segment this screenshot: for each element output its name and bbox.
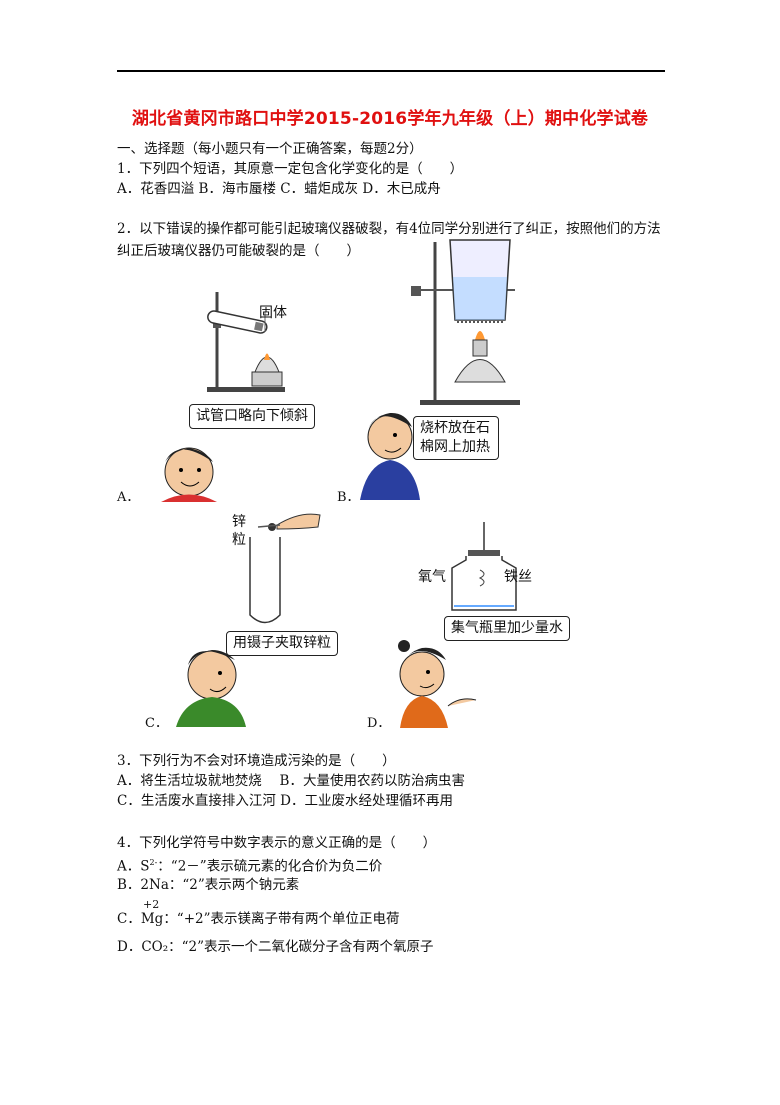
question-2-stem: 2．以下错误的操作都可能引起玻璃仪器破裂，有4位同学分别进行了纠正，按照他们的方… xyxy=(117,221,661,259)
question-1-stem: 1．下列四个短语，其原意一定包含化学变化的是（ ） xyxy=(117,161,464,177)
oxygen-label: 氧气 xyxy=(418,569,446,585)
option-b-label: B． xyxy=(337,490,360,505)
solid-label: 固体 xyxy=(259,305,287,321)
question-4-option-b: B．2Na：“2”表示两个钠元素 xyxy=(117,877,300,893)
question-4-option-a: A．S2-：“2－”表示硫元素的化合价为负二价 xyxy=(117,854,382,876)
option-d-label: D． xyxy=(367,716,391,731)
question-3-options-ab: A．将生活垃圾就地焚烧 B．大量使用农药以防治病虫害 xyxy=(117,773,465,789)
magnesium-charge: +2 xyxy=(143,898,160,911)
page-title: 湖北省黄冈市路口中学2015-2016学年九年级（上）期中化学试卷 xyxy=(131,109,649,129)
option-a-text: ：“2－”表示硫元素的化合价为负二价 xyxy=(157,858,383,875)
question-1-options: A．花香四溢 B．海市蜃楼 C．蜡炬成灰 D．木已成舟 xyxy=(117,181,441,197)
option-c-label: C． xyxy=(145,716,168,731)
top-rule xyxy=(117,70,665,72)
sulfide-charge: 2- xyxy=(149,858,158,867)
section-heading: 一、选择题（每小题只有一个正确答案，每题2分） xyxy=(117,141,423,157)
question-4-option-d: D．CO₂：“2”表示一个二氧化碳分子含有两个氧原子 xyxy=(117,939,434,955)
speech-bubble-b: 烧杯放在石棉网上加热 xyxy=(413,416,499,460)
option-a-prefix: A．S xyxy=(117,858,150,875)
option-c-prefix: C． xyxy=(117,911,141,927)
zinc-label: 锌粒 xyxy=(232,514,246,548)
iron-wire-label: 铁丝 xyxy=(504,569,532,585)
beaker-heating-illustration xyxy=(360,239,520,500)
speech-bubble-c: 用镊子夹取锌粒 xyxy=(226,631,338,656)
q2-option-d-figure: 氧气 铁丝 集气瓶里加少量水 xyxy=(380,520,590,728)
zinc-tube-illustration xyxy=(176,513,321,727)
question-3-stem: 3．下列行为不会对环境造成污染的是（ ） xyxy=(117,753,396,769)
q2-option-a-figure: 固体 试管口略向下倾斜 xyxy=(117,262,337,502)
test-tube-heating-illustration xyxy=(161,292,285,502)
q2-option-b-figure: 烧杯放在石棉网上加热 xyxy=(345,232,525,500)
question-4-option-c: C．Mg：“+2”表示镁离子带有两个单位正电荷 xyxy=(117,910,400,928)
question-3-options-cd: C．生活废水直接排入江河 D．工业废水经处理循环再用 xyxy=(117,793,453,809)
q2-option-c-figure: 锌粒 用镊子夹取锌粒 xyxy=(140,505,380,727)
option-a-label: A． xyxy=(117,490,140,505)
magnesium-symbol: Mg xyxy=(140,911,164,927)
option-c-text: ：“+2”表示镁离子带有两个单位正电荷 xyxy=(163,911,400,927)
question-4-stem: 4．下列化学符号中数字表示的意义正确的是（ ） xyxy=(117,835,437,851)
iron-wire-combustion-illustration xyxy=(398,522,517,728)
speech-bubble-d: 集气瓶里加少量水 xyxy=(444,616,570,641)
speech-bubble-a: 试管口略向下倾斜 xyxy=(189,404,315,429)
